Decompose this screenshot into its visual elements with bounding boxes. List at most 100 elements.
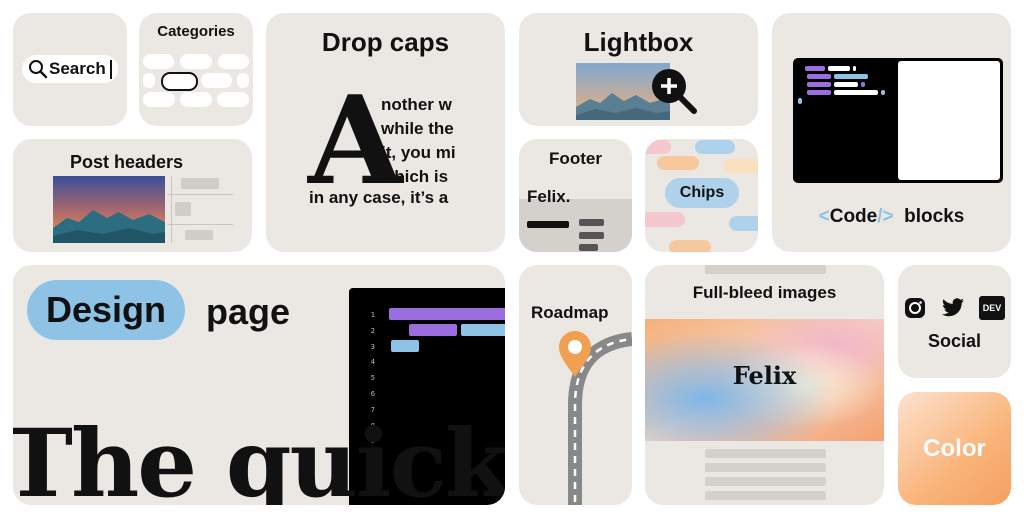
line-number: 11 — [366, 468, 375, 477]
zoom-in-icon[interactable] — [650, 67, 700, 117]
drop-caps-body: nother w while the it, you mi which is — [381, 93, 465, 189]
footer-link-bar — [579, 232, 604, 239]
category-pill[interactable] — [180, 92, 212, 107]
category-pill[interactable] — [143, 54, 174, 69]
drop-caps-line: nother w — [381, 95, 452, 114]
footer-card[interactable]: Footer Felix. — [519, 139, 632, 252]
dev-icon-label: DEV — [982, 303, 1002, 313]
drop-caps-line: which is — [381, 167, 449, 186]
chip-decor — [669, 240, 711, 252]
code-close-tag: /> — [877, 206, 894, 227]
category-pill-selected[interactable] — [161, 72, 198, 91]
post-header-sidebar — [167, 176, 233, 243]
code-word: Code — [829, 206, 878, 227]
twitter-icon[interactable] — [941, 297, 965, 319]
text-caret — [110, 60, 112, 79]
design-pill: Design — [27, 280, 185, 340]
lightbox-card[interactable]: Lightbox — [519, 13, 758, 126]
line-number: 4 — [370, 358, 375, 367]
category-pill[interactable] — [218, 54, 249, 69]
design-big-text: The quick bro — [13, 409, 505, 505]
map-pin-icon[interactable] — [557, 329, 593, 379]
line-number: 6 — [370, 389, 375, 398]
chips-card[interactable]: Chips — [645, 139, 758, 252]
chip-decor — [645, 140, 671, 154]
drop-cap-letter: A — [308, 68, 403, 212]
line-number: 3 — [370, 342, 375, 351]
category-pill[interactable] — [201, 73, 232, 88]
roadmap-title: Roadmap — [531, 303, 609, 322]
full-bleed-image[interactable] — [645, 319, 884, 441]
code-line-token — [391, 340, 419, 352]
footer-title: Footer — [549, 149, 602, 168]
line-number: 9 — [370, 437, 375, 446]
code-blocks-suffix: blocks — [904, 206, 965, 227]
drop-caps-card[interactable]: Drop caps A nother w while the it, you m… — [266, 13, 505, 252]
divider — [171, 176, 172, 243]
search-card[interactable]: Search — [13, 13, 127, 126]
post-header-image[interactable] — [53, 176, 165, 243]
line-number: 12 — [366, 484, 375, 493]
code-line-token — [881, 90, 885, 95]
code-line-token — [409, 324, 457, 336]
full-bleed-title: Full-bleed images — [692, 283, 837, 302]
text-placeholder — [705, 491, 826, 500]
chip-decor — [729, 216, 758, 231]
drop-caps-line: it, you mi — [381, 143, 456, 162]
instagram-icon[interactable] — [904, 297, 926, 319]
road-illustration — [568, 332, 632, 505]
chip-decor — [645, 212, 685, 227]
code-blocks-title: <Code/> blocks — [772, 206, 1011, 228]
full-bleed-card[interactable]: Full-bleed images Felix — [645, 265, 884, 505]
lightbox-landscape-image[interactable] — [576, 63, 670, 120]
social-title: Social — [927, 331, 982, 351]
code-line-token — [828, 66, 850, 71]
chip-decor — [723, 159, 758, 173]
placeholder-block — [185, 230, 213, 240]
chip-decor — [657, 156, 699, 170]
code-line-token — [389, 308, 505, 320]
code-line-token — [805, 66, 825, 71]
line-number: 7 — [370, 405, 375, 414]
placeholder-block — [181, 178, 219, 189]
search-icon — [29, 60, 48, 79]
category-pill[interactable] — [217, 92, 249, 107]
code-line-token — [861, 82, 865, 87]
social-card[interactable]: DEV Social — [898, 265, 1011, 378]
roadmap-card[interactable]: Roadmap — [519, 265, 632, 505]
categories-card[interactable]: Categories — [139, 13, 253, 126]
post-headers-card[interactable]: Post headers — [13, 139, 252, 252]
category-pill[interactable] — [143, 92, 175, 107]
line-number: 5 — [370, 374, 375, 383]
color-card[interactable]: Color — [898, 392, 1011, 505]
footer-strip: Felix. — [519, 187, 632, 252]
chip-main[interactable]: Chips — [665, 178, 739, 208]
category-pill[interactable] — [237, 73, 249, 88]
text-placeholder — [705, 265, 826, 274]
code-line-token — [461, 324, 505, 336]
category-pill[interactable] — [143, 73, 155, 88]
category-pill[interactable] — [180, 54, 212, 69]
post-headers-title: Post headers — [70, 152, 184, 172]
code-window — [793, 58, 1003, 183]
code-line-token — [834, 82, 858, 87]
code-blocks-card[interactable]: <Code/> blocks — [772, 13, 1011, 252]
drop-caps-title: Drop caps — [321, 27, 450, 57]
footer-brand: Felix. — [527, 187, 571, 206]
design-page-word: page — [206, 291, 291, 332]
code-preview-pane — [898, 61, 1000, 180]
footer-link-bar — [527, 221, 569, 228]
search-input[interactable]: Search — [22, 55, 118, 83]
code-line-token — [807, 90, 831, 95]
code-line-token — [853, 66, 856, 71]
dev-icon[interactable]: DEV — [979, 296, 1005, 320]
divider — [167, 194, 233, 195]
color-title: Color — [923, 435, 986, 462]
placeholder-block — [175, 202, 191, 216]
line-number: 10 — [366, 453, 375, 462]
code-open-tag: < — [818, 206, 830, 227]
line-number: 2 — [370, 326, 375, 335]
footer-link-bar — [579, 244, 598, 251]
